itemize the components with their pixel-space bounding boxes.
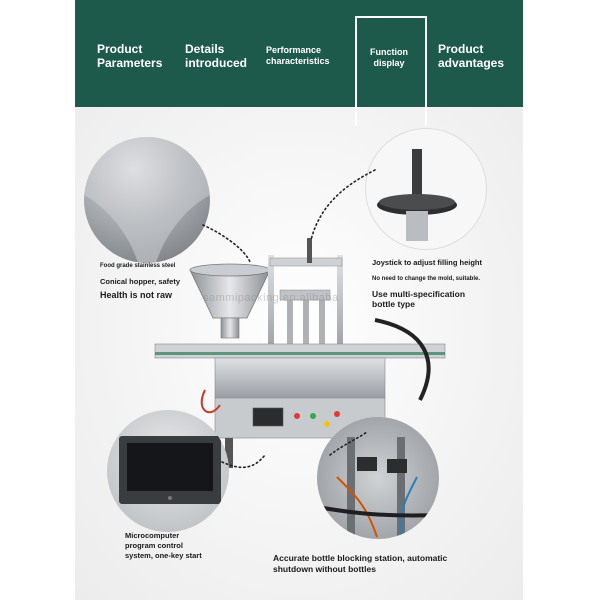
nav-tab-label-line1: Product <box>438 42 484 56</box>
control-panel-closeup-image <box>107 410 229 532</box>
nav-tab-label-line1: Function <box>370 47 408 57</box>
blocking-feature-line2: shutdown without bottles <box>273 564 376 574</box>
nav-tab-product-advantages[interactable]: Product advantages <box>438 42 504 71</box>
joystick-feature-line2: bottle type <box>372 299 415 309</box>
nav-tab-label-line2: introduced <box>185 56 247 71</box>
hopper-closeup-image <box>84 137 210 263</box>
joystick-note: No need to change the mold, suitable. <box>372 276 481 282</box>
nav-tab-label-line2: display <box>373 57 405 68</box>
filling-machine-illustration <box>154 238 446 468</box>
nav-tab-label-line1: Performance <box>266 45 322 55</box>
blocking-feature-line1: Accurate bottle blocking station, automa… <box>273 553 448 563</box>
green-button-icon <box>310 413 316 419</box>
joystick-closeup-image <box>365 128 487 250</box>
red-button-icon <box>294 413 300 419</box>
callout-connector-lines <box>202 169 376 469</box>
joystick-title: Joystick to adjust filling height <box>372 258 483 267</box>
nav-tab-label-line2: Parameters <box>97 56 163 71</box>
control-feature-line2: program control <box>125 541 183 550</box>
nav-tab-label-line1: Product <box>97 42 143 56</box>
control-feature-line1: Microcomputer <box>125 531 180 540</box>
nav-tab-performance-characteristics[interactable]: Performance characteristics <box>266 45 330 67</box>
nav-tab-label-line1: Details <box>185 42 225 56</box>
hopper-feature-line2: Health is not raw <box>100 290 173 300</box>
active-tab-indicator <box>355 16 427 126</box>
feature-nav-bar: Product Parameters Details introduced Pe… <box>75 0 523 107</box>
control-feature-line3: system, one-key start <box>125 551 202 560</box>
yellow-button-icon <box>324 421 330 427</box>
watermark-text: sammipacking.en.alibaba <box>203 292 339 304</box>
nav-tab-label-line2: advantages <box>438 56 505 71</box>
hopper-caption: Food grade stainless steel <box>100 263 176 269</box>
nav-tab-label-line2: characteristics <box>266 55 330 66</box>
hopper-feature-line1: Conical hopper, safety <box>100 277 181 286</box>
nav-tab-product-parameters[interactable]: Product Parameters <box>97 42 162 71</box>
bottle-blocking-closeup-image <box>317 417 439 539</box>
product-page: Product Parameters Details introduced Pe… <box>75 0 523 600</box>
nav-tab-details-introduced[interactable]: Details introduced <box>185 42 247 71</box>
joystick-feature-line1: Use multi-specification <box>372 289 466 299</box>
nav-tab-function-display[interactable]: Function display <box>369 47 409 69</box>
